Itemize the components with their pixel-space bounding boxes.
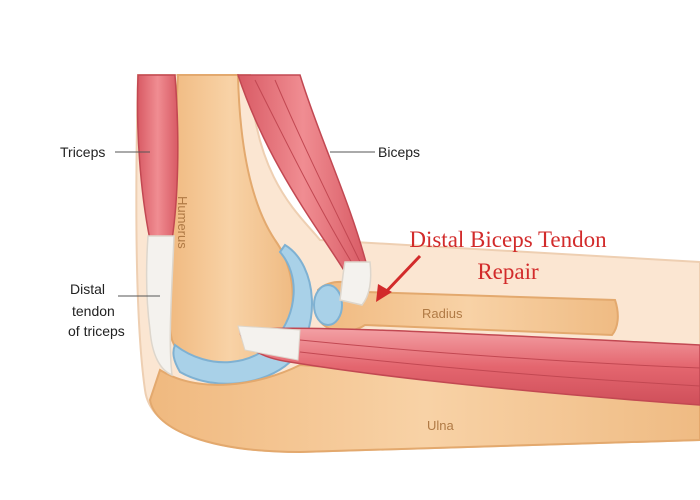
annotation-line-1: Distal Biceps Tendon [409, 227, 607, 252]
annotation-line-2: Repair [477, 259, 539, 284]
forearm-tendon [237, 325, 301, 361]
distal-tendon-label-line2: tendon [72, 303, 115, 319]
radius-head [313, 284, 343, 326]
annotation-arrow [380, 254, 422, 298]
radius-label: Radius [422, 306, 463, 321]
ulna-label: Ulna [427, 418, 454, 433]
forearm-muscle [239, 327, 700, 406]
annotation-arrowhead [376, 284, 392, 302]
humerus-label: Humerus [175, 196, 190, 249]
biceps-label: Biceps [378, 144, 421, 160]
biceps-tendon [339, 261, 372, 306]
annotation-title: Distal Biceps Tendon Repair [378, 224, 638, 288]
triceps-label: Triceps [60, 144, 106, 160]
distal-tendon-label-line3: of triceps [68, 323, 125, 339]
distal-tendon-label-line1: Distal [70, 281, 106, 297]
triceps-tendon [145, 235, 175, 377]
